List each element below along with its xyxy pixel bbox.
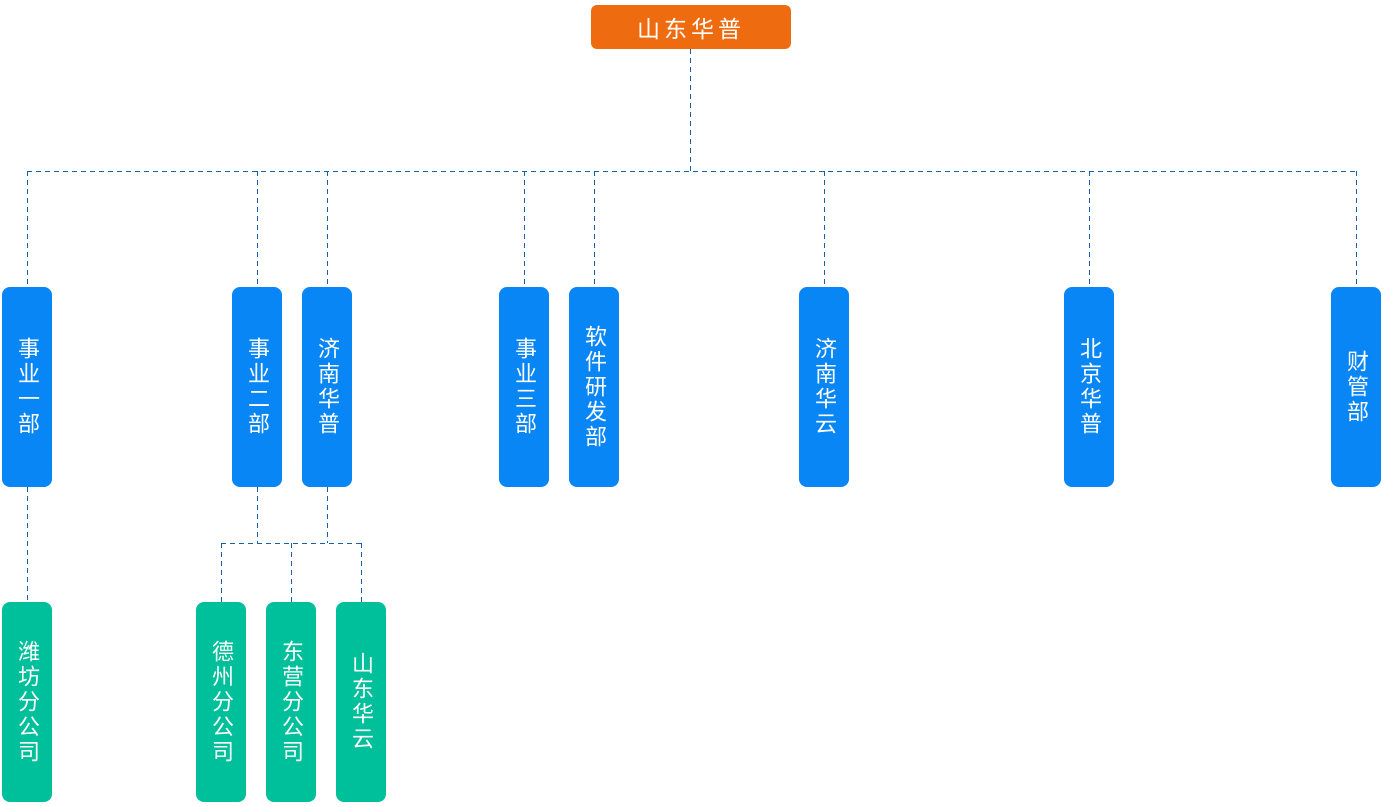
connector-level2-bus xyxy=(221,543,362,544)
org-node-label: 软件研发部 xyxy=(582,324,607,450)
org-node-root-shandong-huapu[interactable]: 山东华普 xyxy=(591,5,791,49)
org-node-dept-shiye-1[interactable]: 事业一部 xyxy=(2,287,52,487)
connector-drop-branch-3 xyxy=(291,543,292,602)
connector-drop-dept-5 xyxy=(594,171,595,287)
org-node-dept-software-rnd[interactable]: 软件研发部 xyxy=(569,287,619,487)
org-node-branch-dezhou[interactable]: 德州分公司 xyxy=(196,602,246,802)
connector-drop-branch-4 xyxy=(361,543,362,602)
org-node-label: 山东华普 xyxy=(637,16,745,42)
org-node-dept-caiguan[interactable]: 财管部 xyxy=(1331,287,1381,487)
connector-level1-bus xyxy=(27,171,1357,172)
org-node-branch-dongying[interactable]: 东营分公司 xyxy=(266,602,316,802)
org-node-label: 财管部 xyxy=(1344,349,1369,425)
connector-drop-dept-3 xyxy=(327,171,328,287)
connector-feeder-dept-2 xyxy=(257,487,258,543)
org-node-label: 济南华云 xyxy=(812,337,837,437)
connector-drop-dept-7 xyxy=(1089,171,1090,287)
org-node-label: 济南华普 xyxy=(315,337,340,437)
connector-drop-dept-1 xyxy=(27,171,28,287)
org-node-dept-shiye-3[interactable]: 事业三部 xyxy=(499,287,549,487)
org-node-label: 东营分公司 xyxy=(279,639,304,765)
connector-root-stem xyxy=(690,49,691,171)
org-node-dept-beijing-huapu[interactable]: 北京华普 xyxy=(1064,287,1114,487)
org-node-label: 潍坊分公司 xyxy=(15,639,40,765)
connector-drop-dept-4 xyxy=(524,171,525,287)
org-node-dept-jinan-huapu[interactable]: 济南华普 xyxy=(302,287,352,487)
connector-feeder-dept-3 xyxy=(327,487,328,543)
org-node-label: 事业二部 xyxy=(245,337,270,437)
org-node-branch-shandong-huayun[interactable]: 山东华云 xyxy=(336,602,386,802)
org-node-label: 事业三部 xyxy=(512,337,537,437)
org-node-label: 事业一部 xyxy=(15,337,40,437)
connector-drop-dept-8 xyxy=(1356,171,1357,287)
org-node-branch-weifang[interactable]: 潍坊分公司 xyxy=(2,602,52,802)
connector-drop-dept-6 xyxy=(824,171,825,287)
org-node-dept-jinan-huayun[interactable]: 济南华云 xyxy=(799,287,849,487)
connector-dept1-to-branch1 xyxy=(27,487,28,602)
org-node-dept-shiye-2[interactable]: 事业二部 xyxy=(232,287,282,487)
org-node-label: 北京华普 xyxy=(1077,337,1102,437)
connector-drop-dept-2 xyxy=(257,171,258,287)
org-node-label: 德州分公司 xyxy=(209,639,234,765)
org-node-label: 山东华云 xyxy=(349,652,374,752)
connector-drop-branch-2 xyxy=(221,543,222,602)
